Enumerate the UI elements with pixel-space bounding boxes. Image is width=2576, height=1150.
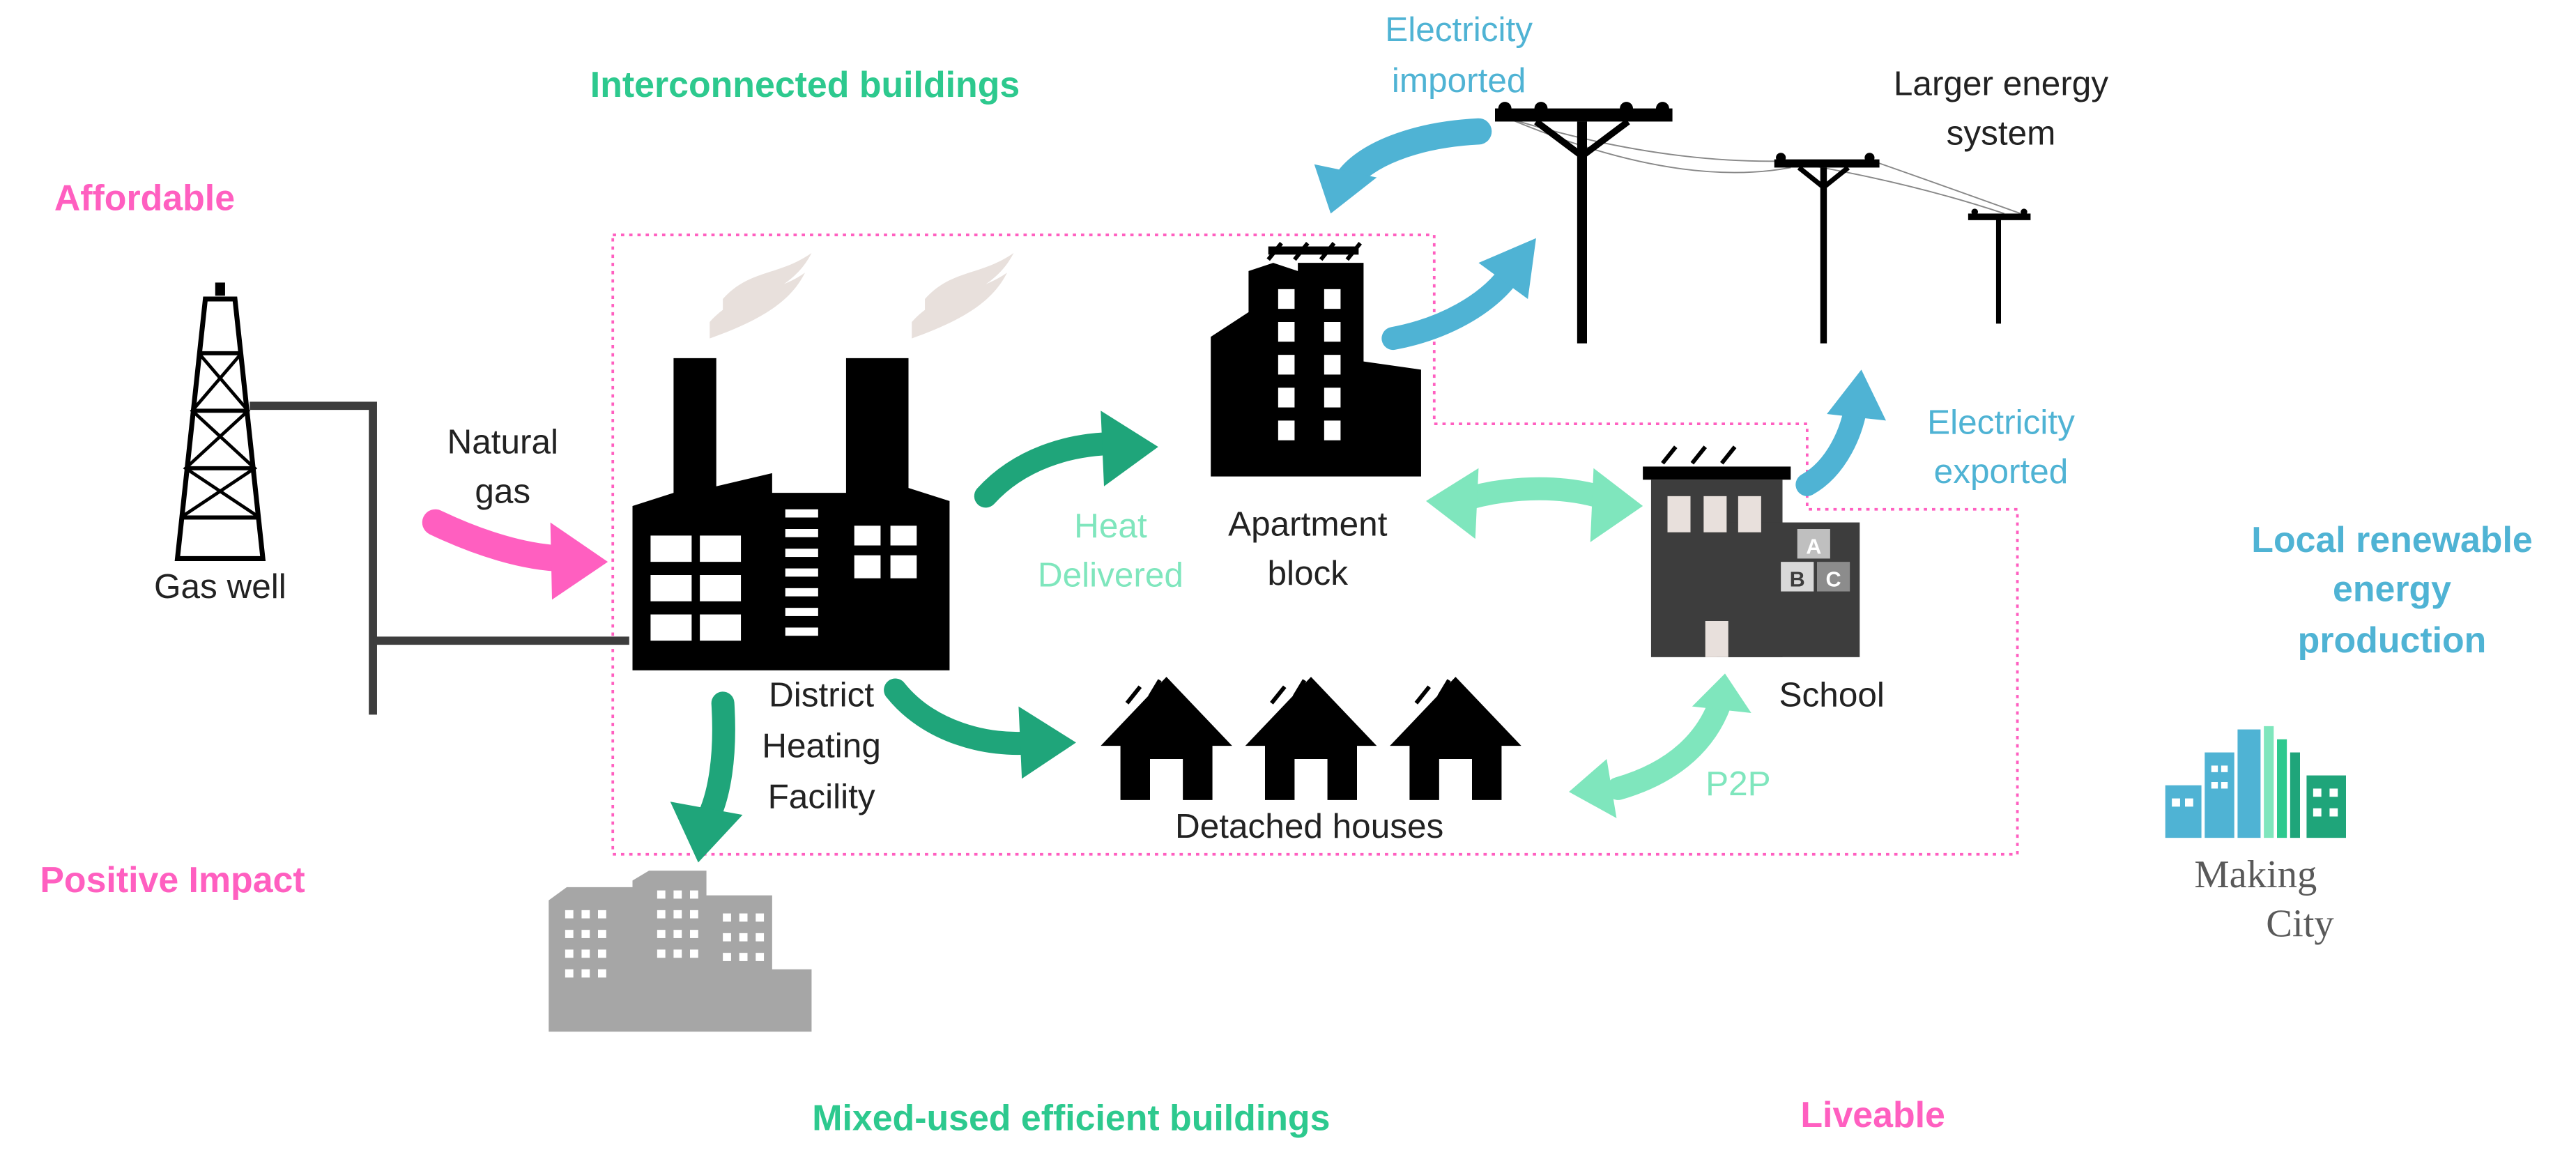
logo-text-1: Making [2194,853,2317,896]
gas-well-icon [174,282,629,715]
mixed-used-label: Mixed-used efficient buildings [812,1098,1330,1138]
smoke-icon [710,253,1014,339]
electricity-imported-label-1: Electricity [1385,10,1533,49]
gas-well-label: Gas well [154,567,286,606]
detached-houses-label: Detached houses [1175,807,1443,845]
liveable-label: Liveable [1800,1094,1945,1135]
district-heating-label-3: Facility [768,778,875,816]
school-icon [1643,445,1860,657]
power-lines [1495,102,2031,344]
school-letter-c: C [1826,567,1841,591]
p2p-label: P2P [1705,765,1771,803]
apartment-label-1: Apartment [1228,505,1388,543]
electricity-exported-label-2: exported [1934,452,2069,491]
making-city-logo [2165,726,2346,838]
mixed-use-buildings-icon [549,871,812,1032]
school-label: School [1779,676,1885,714]
p2p-arrow [1607,687,1733,800]
heat-delivered-label-1: Heat [1074,507,1147,545]
local-renewable-label-1: Local renewable [2251,519,2532,560]
larger-energy-label-2: system [1947,114,2056,152]
electricity-out-arrow [1381,264,1520,351]
heat-to-mixed-buildings-arrow [695,691,735,834]
district-heating-facility-icon [632,358,950,670]
local-renewable-label-3: production [2298,620,2487,660]
school-letter-a: A [1806,535,1821,558]
affordable-label: Affordable [54,178,235,218]
electricity-imported-label-2: imported [1392,61,1526,100]
apartment-label-2: block [1268,554,1349,592]
district-heating-label-2: Heating [762,727,881,765]
natural-gas-label-2: gas [475,472,530,510]
electricity-imported-arrow [1334,118,1492,194]
logo-text-2: City [2266,903,2334,946]
apartment-block-icon [1211,242,1421,477]
heat-delivered-label-2: Delivered [1038,555,1183,594]
heat-to-houses-arrow [884,678,1047,756]
district-heating-label-1: District [769,676,874,714]
system-boundary [611,233,2019,856]
flow-arrows [422,118,1886,863]
positive-impact-label: Positive Impact [40,859,305,900]
apartment-school-arrow [1447,477,1625,513]
interconnected-buildings-label: Interconnected buildings [590,64,1020,105]
natural-gas-label-1: Natural [447,423,558,461]
detached-houses-icon [1101,677,1521,800]
larger-energy-label-1: Larger energy [1894,65,2108,103]
local-renewable-label-2: energy [2333,569,2451,609]
school-letter-b: B [1790,567,1805,591]
electricity-exported-label-1: Electricity [1927,403,2075,441]
natural-gas-arrow [422,509,581,572]
heat-delivered-arrow [974,431,1129,508]
